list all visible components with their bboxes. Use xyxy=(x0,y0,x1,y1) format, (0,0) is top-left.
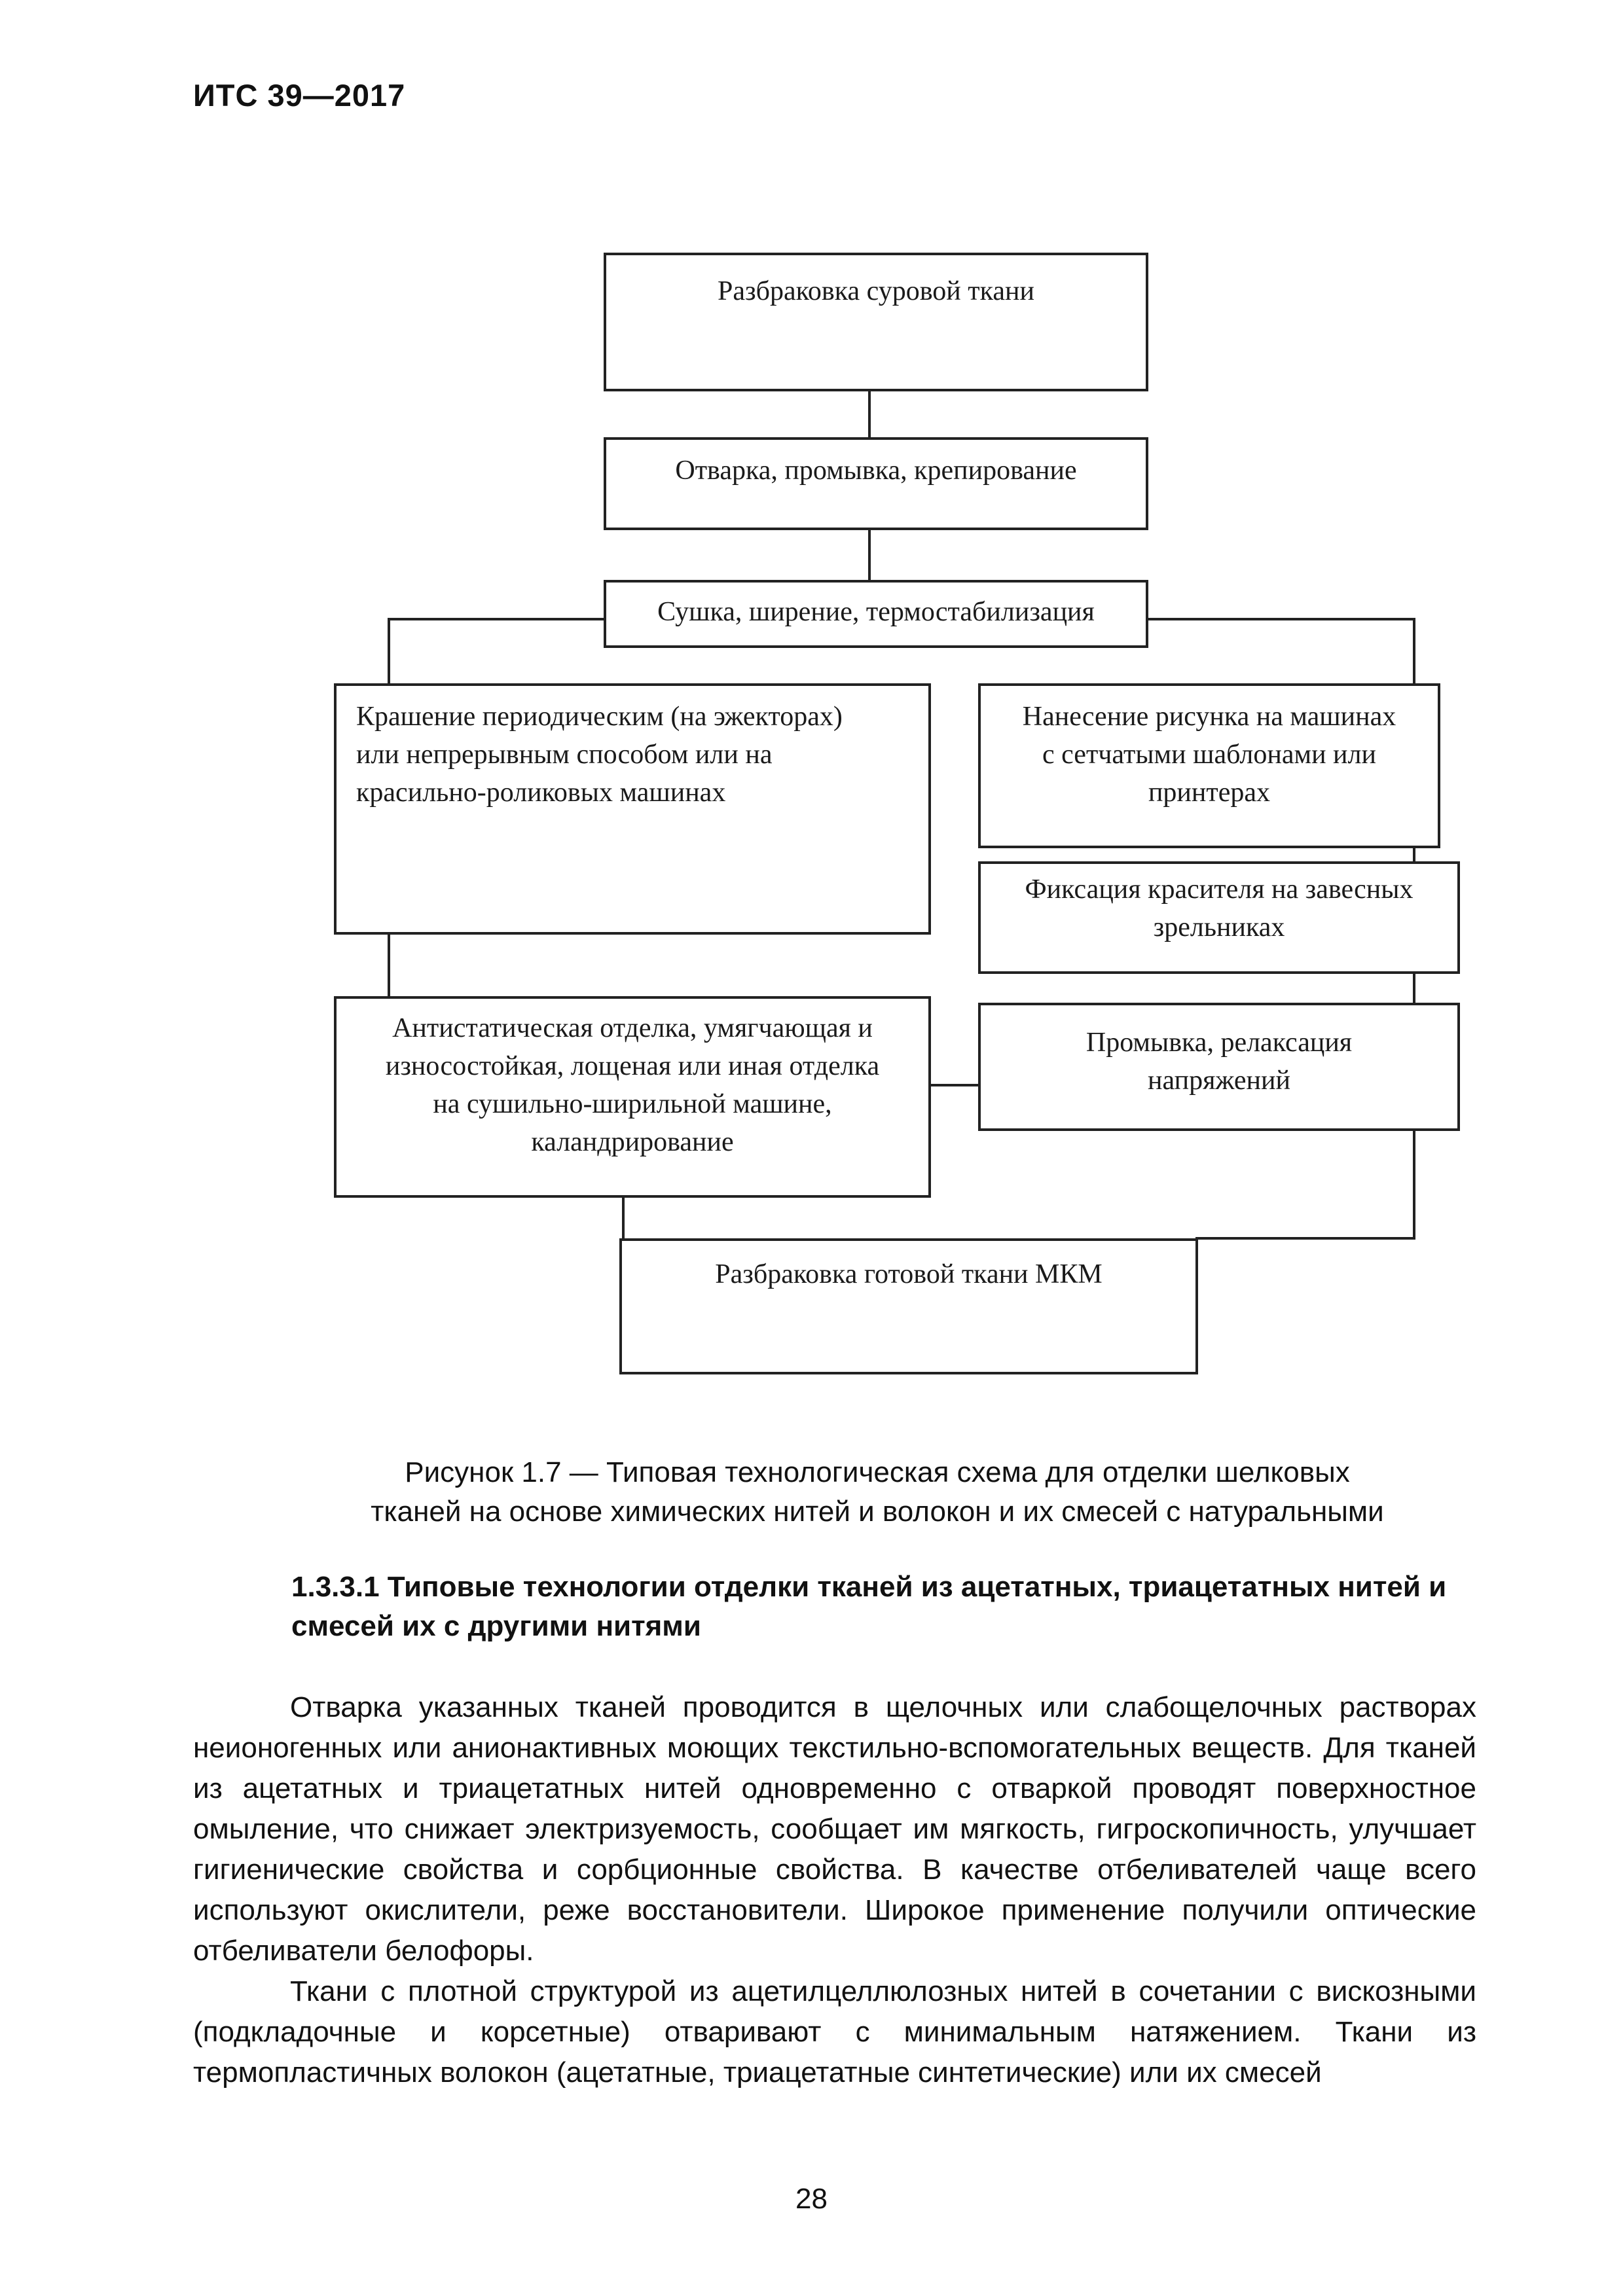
connector-line xyxy=(1413,971,1415,1005)
node-label: Разбраковка суровой ткани xyxy=(718,276,1034,306)
paragraph: Отварка указанных тканей проводится в ще… xyxy=(193,1691,1476,1967)
figure-caption: Рисунок 1.7 — Типовая технологическая сх… xyxy=(371,1456,1384,1528)
connector-line xyxy=(1146,618,1415,620)
connector-line xyxy=(868,389,871,440)
connector-line xyxy=(1195,1237,1415,1240)
connector-line xyxy=(1413,618,1415,686)
connector-line xyxy=(388,932,390,999)
node-label: Промывка, релаксация напряжений xyxy=(1085,1028,1353,1096)
document-code-header: ИТС 39—2017 xyxy=(193,78,406,113)
node-label: Нанесение рисунка на машинах с сетчатыми… xyxy=(1022,702,1396,808)
node-label: Фиксация красителя на завесных зрельника… xyxy=(1025,874,1413,942)
node-antistatic-finishing: Антистатическая отделка, умягчающая и из… xyxy=(334,996,931,1198)
connector-line xyxy=(388,618,390,686)
paragraph: Ткани с плотной структурой из ацетилцелл… xyxy=(193,1975,1476,2089)
page-number: 28 xyxy=(795,2183,828,2215)
node-label: Антистатическая отделка, умягчающая и из… xyxy=(385,1013,880,1157)
connector-line xyxy=(388,618,604,620)
node-printing: Нанесение рисунка на машинах с сетчатыми… xyxy=(978,683,1440,848)
node-label: Сушка, ширение, термостабилизация xyxy=(657,597,1095,627)
connector-line xyxy=(868,528,871,583)
node-drying-tentering: Сушка, ширение, термостабилизация xyxy=(604,580,1148,648)
connector-line xyxy=(1413,846,1415,864)
node-dye-fixation: Фиксация красителя на завесных зрельника… xyxy=(978,861,1460,974)
connector-line xyxy=(928,1084,981,1086)
node-label: Разбраковка готовой ткани МКМ xyxy=(715,1259,1103,1289)
node-dyeing: Крашение периодическим (на эжекторах) ил… xyxy=(334,683,931,935)
connector-line xyxy=(622,1195,625,1241)
body-text: Отварка указанных тканей проводится в ще… xyxy=(193,1687,1476,2093)
node-boiling-washing-creping: Отварка, промывка, крепирование xyxy=(604,437,1148,530)
node-label: Отварка, промывка, крепирование xyxy=(675,456,1077,486)
node-raw-fabric-inspection: Разбраковка суровой ткани xyxy=(604,253,1148,391)
node-washing-relaxation: Промывка, релаксация напряжений xyxy=(978,1003,1460,1131)
node-final-inspection: Разбраковка готовой ткани МКМ xyxy=(619,1238,1198,1374)
section-heading: 1.3.3.1 Типовые технологии отделки ткане… xyxy=(291,1571,1447,1642)
connector-line xyxy=(1413,1128,1415,1240)
node-label: Крашение периодическим (на эжекторах) ил… xyxy=(356,702,843,808)
